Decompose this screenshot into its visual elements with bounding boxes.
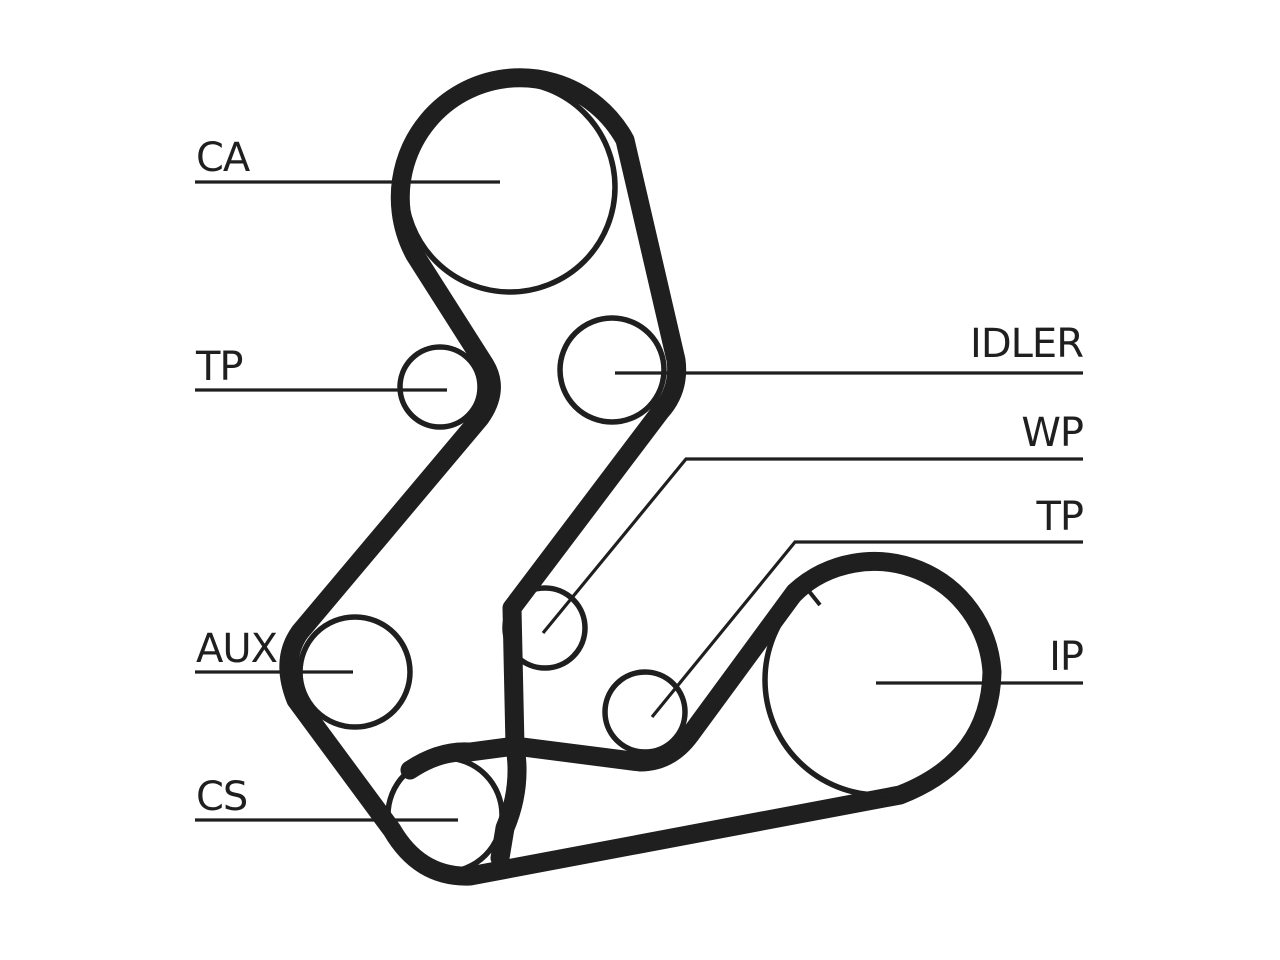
label-tp-right: TP	[1035, 494, 1083, 540]
injection-pump-pulley	[762, 562, 998, 798]
label-idler: IDLER	[970, 321, 1083, 367]
crankshaft-pulley	[385, 755, 505, 875]
label-wp: WP	[1021, 410, 1083, 456]
leader-tp-right	[650, 540, 1083, 719]
leader-wp	[541, 457, 1083, 635]
camshaft-pulley	[402, 79, 618, 295]
belt-inner-crossing	[490, 736, 527, 868]
water-pump-pulley	[502, 585, 588, 671]
tensioner-pulley-left	[397, 344, 483, 430]
tensioner-pulley-right	[602, 669, 688, 755]
label-tp-left: TP	[195, 344, 243, 390]
timing-mark	[806, 588, 822, 607]
idler-pulley	[557, 315, 667, 425]
label-cs: CS	[196, 774, 247, 820]
label-ca: CA	[196, 135, 251, 181]
label-ip: IP	[1049, 634, 1083, 680]
label-aux: AUX	[196, 626, 278, 672]
timing-belt	[279, 68, 1002, 886]
